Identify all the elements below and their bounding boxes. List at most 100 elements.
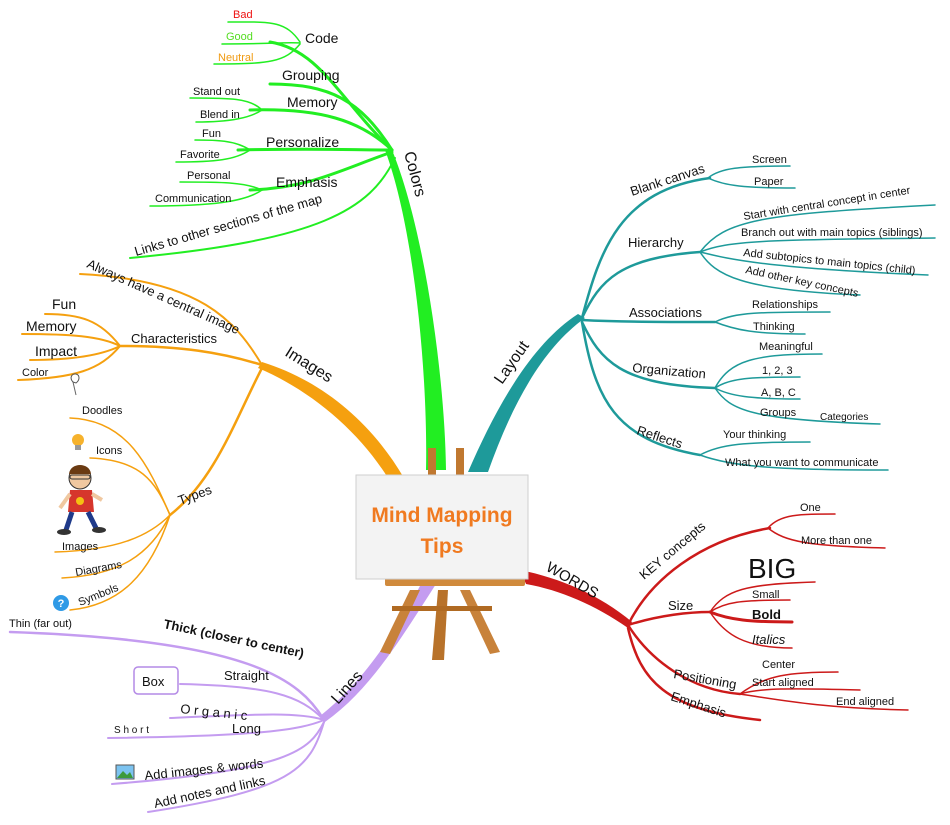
words-positioning-label: Positioning [672, 666, 737, 692]
words-size-label: Size [668, 598, 693, 613]
colors-neutral-label: Neutral [218, 52, 253, 64]
layout-whatyouwant-label: What you want to communicate [725, 457, 878, 469]
words-end-label: End aligned [836, 696, 894, 708]
images-line-icons [89, 457, 171, 516]
branch-lines [8, 582, 436, 813]
layout-categories-label: Categories [820, 412, 868, 423]
images-line-impact [29, 345, 121, 361]
center-canvas [355, 474, 529, 580]
lightbulb-icon [72, 434, 84, 450]
help-symbol-glyph: ? [58, 598, 65, 610]
layout-line-associations [580, 318, 717, 324]
layout-line-meaningful [714, 353, 823, 389]
easel-top-left [428, 448, 436, 478]
colors-line-fun [194, 139, 251, 151]
images-line-diagrams [61, 514, 171, 579]
images-line-color [17, 345, 121, 381]
lines-line-addnotes [147, 721, 325, 813]
lines-line-organic [169, 713, 325, 721]
layout-abc-label: A, B, C [761, 387, 796, 399]
colors-labels: Colors Code Bad Good Neutral Grouping Me… [133, 9, 429, 259]
colors-line-code [268, 40, 394, 152]
colors-trunk [385, 150, 446, 470]
center-title-line2: Tips [421, 535, 464, 558]
layout-line-relationships [714, 311, 831, 323]
layout-line-other [699, 251, 861, 296]
images-symbols-label: Symbols [77, 582, 121, 609]
doodle-pin-icon [70, 373, 80, 396]
layout-start-label: Start with central concept in center [743, 185, 912, 223]
images-color-label: Color [22, 367, 49, 379]
words-trunk [520, 570, 632, 628]
colors-line-communication [149, 189, 263, 207]
lines-line-thick [8, 630, 326, 722]
images-diagrams-label: Diagrams [74, 559, 123, 579]
colors-line-standout [189, 97, 263, 111]
layout-thinking-label: Thinking [753, 321, 795, 333]
layout-yourthinking-label: Your thinking [723, 429, 786, 441]
words-line-start [739, 688, 861, 695]
colors-memory-label: Memory [287, 94, 338, 110]
lines-line-long [107, 719, 325, 739]
words-italics-label: Italics [752, 632, 786, 647]
easel-top-right [456, 448, 464, 478]
center-easel: Mind Mapping Tips [355, 448, 529, 660]
colors-fun-label: Fun [202, 128, 221, 140]
layout-line-yourthinking [699, 441, 811, 456]
branch-words [520, 513, 909, 722]
words-start-label: Start aligned [752, 677, 814, 689]
lines-box-label: Box [142, 674, 165, 689]
images-always-label: Always have a central image [85, 256, 242, 337]
layout-reflects-label: Reflects [635, 423, 685, 452]
words-line-positioning [626, 623, 742, 696]
colors-line-favorite [175, 149, 251, 163]
images-fun-label: Fun [52, 296, 76, 312]
layout-line-reflects [580, 320, 702, 457]
lines-line-addimages [111, 721, 325, 785]
images-line-types [168, 366, 264, 517]
lines-short-label: S h o r t [114, 725, 149, 736]
colors-communication-label: Communication [155, 193, 231, 205]
colors-good-label: Good [226, 31, 253, 43]
branch-colors [129, 21, 446, 470]
images-memory-label: Memory [26, 318, 77, 334]
colors-personalize-label: Personalize [266, 134, 339, 150]
layout-line-thinking [714, 321, 806, 335]
lines-organic-label: O r g a n i c [180, 701, 249, 723]
words-line-big [709, 581, 816, 613]
layout-branch-label: Branch out with main topics (siblings) [741, 227, 923, 239]
images-doodles-label: Doodles [82, 405, 123, 417]
lines-straight-label: Straight [224, 668, 269, 683]
layout-line-whatyouwant [699, 454, 889, 471]
colors-line-neutral [213, 43, 301, 65]
images-line-fun [44, 313, 121, 347]
images-line-always [79, 273, 263, 366]
branch-images [17, 273, 404, 611]
images-images-label: Images [62, 541, 99, 553]
colors-code-label: Code [305, 30, 339, 46]
layout-associations-label: Associations [629, 305, 702, 320]
colors-grouping-label: Grouping [282, 67, 340, 83]
lines-long-label: Long [232, 721, 261, 736]
layout-labels: Layout Blank canvas Screen Paper Hierarc… [491, 154, 922, 469]
images-icons-label: Icons [96, 445, 123, 457]
words-line-center [739, 671, 839, 695]
words-line-end [739, 693, 909, 711]
colors-line-personal [179, 181, 263, 191]
words-line-bold [708, 610, 794, 624]
words-more-label: More than one [801, 535, 872, 547]
images-line-memory [21, 333, 121, 347]
layout-line-abc [714, 387, 801, 400]
words-line-emphasis [626, 626, 762, 722]
colors-line-links [129, 157, 396, 259]
words-small-label: Small [752, 589, 780, 601]
lines-labels: Lines Thin (far out) Thick (closer to ce… [9, 616, 367, 811]
images-impact-label: Impact [35, 343, 77, 359]
images-line-images [54, 514, 171, 553]
help-symbol-icon: ? [53, 595, 69, 611]
lines-line-straight [179, 683, 325, 721]
cartoon-boy-icon [57, 465, 106, 535]
easel-leg-middle [432, 590, 448, 660]
